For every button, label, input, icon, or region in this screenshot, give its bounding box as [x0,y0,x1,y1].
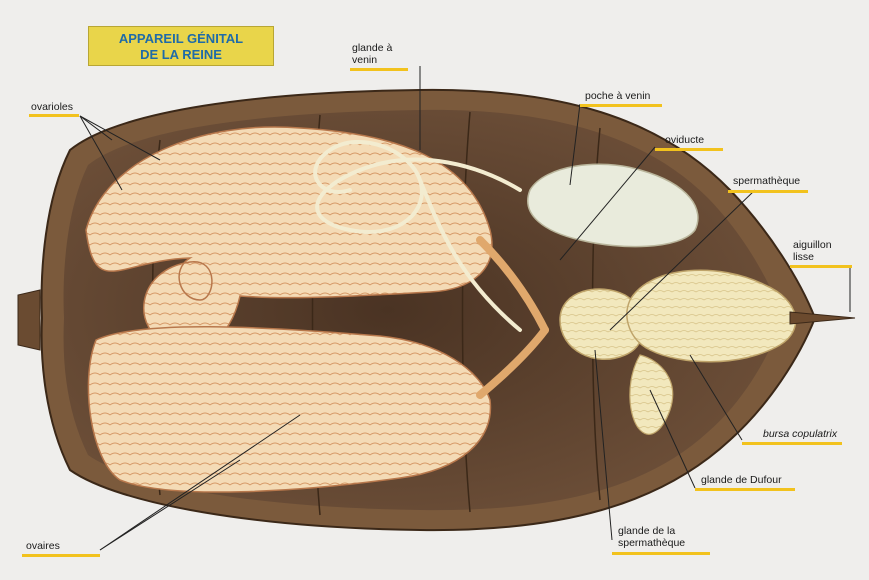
label-bursa-copulatrix: bursa copulatrix [763,428,837,440]
label-ovaires: ovaires [26,540,60,552]
title-line-1: APPAREIL GÉNITAL [89,31,273,47]
label-spermatheque: spermathèque [733,175,800,187]
underline-ovaires [22,554,100,557]
title-line-2: DE LA REINE [89,47,273,63]
underline-glande-de-dufour [695,488,795,491]
underline-spermatheque [728,190,808,193]
underline-bursa-copulatrix [742,442,842,445]
label-aiguillon-lisse: aiguillon lisse [793,239,832,263]
underline-aiguillon-lisse [790,265,852,268]
label-oviducte: oviducte [665,134,704,146]
label-glande-de-la-spermatheque: glande de la spermathèque [618,525,685,549]
label-poche-a-venin: poche à venin [585,90,650,102]
label-ovarioles: ovarioles [31,101,73,113]
label-glande-de-dufour: glande de Dufour [701,474,782,486]
underline-poche-a-venin [580,104,662,107]
underline-glande-de-la-spermatheque [612,552,710,555]
lower-ovary [88,327,490,492]
underline-oviducte [655,148,723,151]
underline-glande-a-venin [350,68,408,71]
anterior-stub [18,290,40,350]
diagram-title: APPAREIL GÉNITAL DE LA REINE [88,26,274,66]
underline-ovarioles [29,114,79,117]
label-glande-a-venin: glande à venin [352,42,392,66]
